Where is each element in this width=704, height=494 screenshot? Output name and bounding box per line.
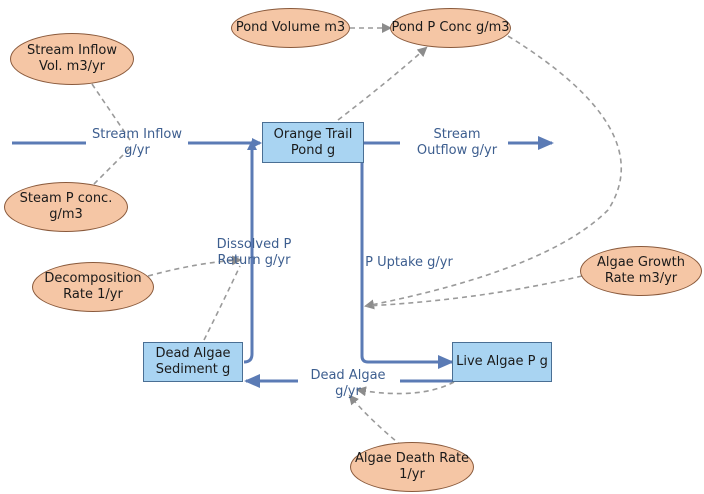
connector-decomp-to-return (147, 255, 242, 277)
connector-inflowvol-to-inflow (91, 83, 131, 141)
flow-p-uptake[interactable]: P Uptake g/yr (365, 255, 453, 270)
flow-dissolved-p-return[interactable]: Dissolved P Return g/yr (216, 237, 292, 268)
aux-pond-volume[interactable]: Pond Volume m3 (231, 8, 350, 48)
flow-stream-outflow[interactable]: Stream Outflow g/yr (416, 127, 498, 158)
dissolved-p-return-pipe (243, 140, 257, 364)
flow-dead-algae[interactable]: Dead Algae g/yr (310, 368, 386, 399)
aux-algae-death-rate[interactable]: Algae Death Rate 1/yr (350, 442, 474, 492)
aux-decomposition-rate[interactable]: Decomposition Rate 1/yr (32, 262, 154, 312)
aux-pond-p-conc[interactable]: Pond P Conc g/m3 (390, 8, 511, 48)
aux-algae-growth-rate[interactable]: Algae Growth Rate m3/yr (580, 246, 702, 296)
connector-conc-to-uptake (364, 35, 623, 310)
connectors (91, 23, 623, 447)
flow-pipes (12, 136, 554, 388)
connector-pond-to-conc (337, 46, 428, 121)
connector-sediment-to-return (203, 265, 241, 341)
stock-pond[interactable]: Orange Trail Pond g (262, 122, 364, 163)
connector-growth-to-uptake (365, 275, 583, 307)
aux-stream-inflow-vol[interactable]: Stream Inflow Vol. m3/yr (10, 33, 134, 85)
stock-dead-algae-sediment[interactable]: Dead Algae Sediment g (143, 342, 243, 382)
stock-live-algae[interactable]: Live Algae P g (452, 342, 552, 382)
connector-death-to-dead (348, 394, 403, 447)
p-uptake-pipe (360, 162, 454, 369)
flow-stream-inflow[interactable]: Stream Inflow g/yr (91, 127, 183, 158)
aux-steam-p-conc[interactable]: Steam P conc. g/m3 (4, 182, 128, 232)
